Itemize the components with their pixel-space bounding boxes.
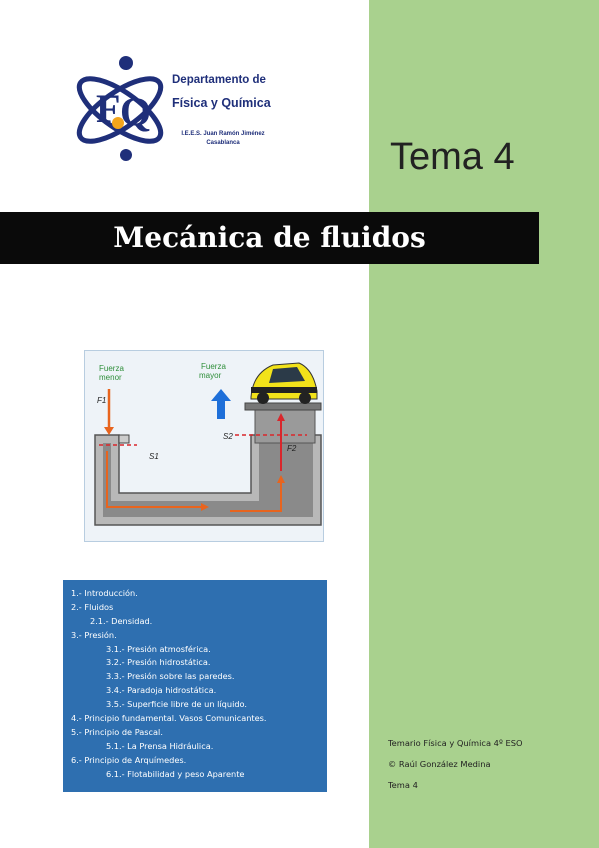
small-force-label-line2: menor	[99, 373, 122, 382]
logo-school-line2: Casablanca	[206, 140, 240, 146]
toc-item: 5.1.- La Prensa Hidráulica.	[106, 740, 214, 751]
atom-orbit-icon	[76, 76, 164, 144]
green-side-band	[369, 0, 599, 848]
logo-department-text: Departamento de	[172, 74, 266, 86]
main-title: Mecánica de fluidos	[113, 221, 426, 254]
s2-label: S2	[223, 432, 233, 441]
small-piston	[118, 434, 130, 444]
tema-number: Tema 4	[390, 136, 515, 178]
large-force-arrowhead	[277, 413, 285, 421]
logo-school-line1: I.E.E.S. Juan Ramón Jiménez	[181, 131, 265, 137]
toc-item: 3.5.- Superficie libre de un líquido.	[106, 699, 248, 710]
toc-item: 5.- Principio de Pascal.	[71, 726, 163, 737]
toc-item: 3.- Presión.	[71, 629, 117, 640]
fluid-body	[103, 443, 313, 517]
electron-dot-icon	[119, 56, 133, 70]
flow-arrowhead-left	[201, 503, 209, 511]
large-piston	[254, 408, 316, 444]
toc-item: 3.4.- Paradoja hidrostática.	[106, 685, 217, 696]
toc-item: 4.- Principio fundamental. Vasos Comunic…	[71, 713, 267, 724]
course-name: Temario Física y Química 4º ESO	[388, 738, 523, 748]
hydraulic-press-figure: Fuerza menor Fuerza mayor F1 F2 S1 S2	[84, 350, 324, 542]
toc-item: 2.1.- Densidad.	[90, 615, 153, 626]
large-piston-platform	[244, 402, 322, 411]
toc-item: 3.3.- Presión sobre las paredes.	[106, 671, 235, 682]
info-tema: Tema 4	[388, 780, 418, 790]
toc-item: 2.- Fluidos	[71, 601, 114, 612]
f2-label: F2	[287, 444, 297, 453]
title-bar	[0, 212, 539, 264]
car-icon	[250, 362, 318, 404]
toc-item: 6.- Principio de Arquímedes.	[71, 754, 187, 765]
course-info: Temario Física y Química 4º ESO © Raúl G…	[388, 733, 523, 796]
s1-label: S1	[149, 452, 159, 461]
flow-arrowhead-right	[277, 475, 285, 483]
small-force-arrowhead	[104, 427, 114, 435]
logo-nucleus-icon	[112, 117, 124, 129]
logo-subject-text: Física y Química	[172, 96, 271, 110]
logo-school-text: I.E.E.S. Juan Ramón Jiménez Casablanca	[172, 130, 274, 148]
author-name: © Raúl González Medina	[388, 759, 491, 769]
big-force-arrow-shaft	[217, 399, 225, 419]
f1-label: F1	[97, 396, 106, 405]
big-force-label-line2: mayor	[199, 371, 222, 380]
toc-item: 3.1.- Presión atmosférica.	[106, 643, 211, 654]
toc-item: 1.- Introducción.	[71, 588, 138, 598]
big-force-label-line1: Fuerza	[201, 362, 226, 371]
department-logo: F Q	[76, 56, 164, 161]
flow-arrow-left	[106, 451, 205, 508]
toc-item: 3.2.- Presión hidrostática.	[106, 657, 211, 668]
toc-item: 6.1.- Flotabilidad y peso Aparente	[106, 768, 245, 779]
small-force-label-line1: Fuerza	[99, 364, 124, 373]
flow-arrow-right	[230, 479, 282, 512]
electron-dot-icon-2	[120, 149, 132, 161]
band-divider-stripe	[362, 0, 369, 848]
big-force-arrow-icon	[211, 389, 231, 401]
logo-q-letter: Q	[120, 89, 151, 134]
table-of-contents: 1.- Introducción. 2.- Fluidos 2.1.- Dens…	[63, 580, 327, 792]
